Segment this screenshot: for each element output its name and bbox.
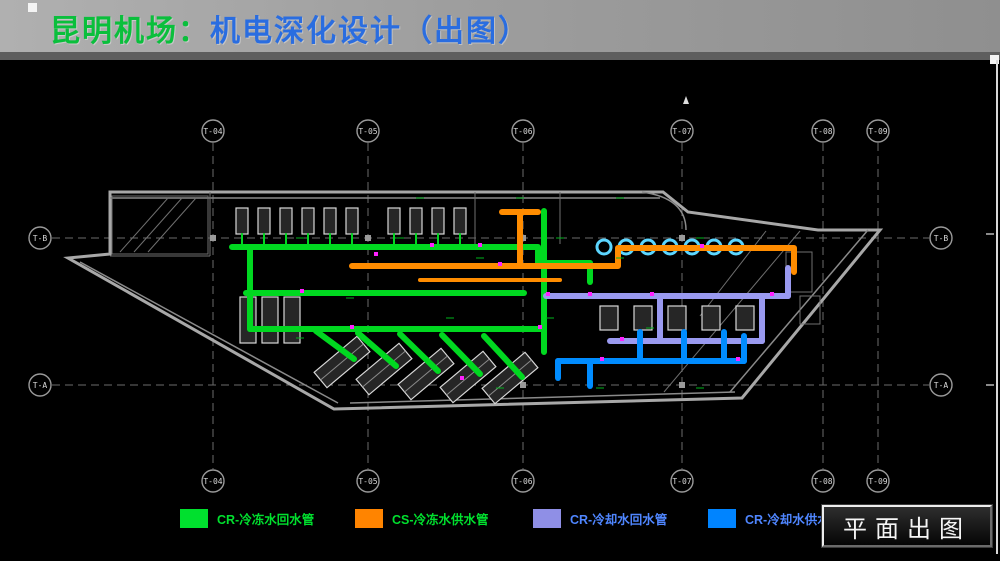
grid-bubble: T-04 [203,477,222,486]
legend-label-chilled-return: CR-冷冻水回水管 [217,513,315,527]
grid-bubble: T-09 [868,477,887,486]
grid-bubble: T-07 [672,127,691,136]
legend-item-cooling-return: CR-冷却水回水管 [533,509,667,528]
grid-bubbles-bottom: T-04 T-05 T-06 T-07 T-08 T-09 [201,469,890,493]
title-airport: 昆明机场： [50,15,210,48]
grid-bubbles-sides: T-B T-A T-B T-A [28,226,953,397]
legend-item-chilled-supply: CS-冷冻水供水管 [355,509,489,528]
legend-swatch-chilled-return [180,509,208,528]
legend-swatch-chilled-supply [355,509,383,528]
plan-output-button[interactable]: 平面出图 [821,504,993,548]
legend-label-cooling-return: CR-冷却水回水管 [570,513,668,527]
title-bar-divider [0,52,1000,60]
north-arrow-mark [683,96,689,104]
legend-swatch-cooling-return [533,509,561,528]
legend-label-chilled-supply: CS-冷冻水供水管 [392,513,489,527]
legend-label-cooling-supply: CR-冷却水供水管 [745,513,843,527]
grid-bubble: T-05 [358,127,377,136]
grid-bubble: T-06 [513,477,532,486]
building-outline [63,190,884,411]
grid-bubble: T-B [934,234,949,243]
legend-swatch-cooling-supply [708,509,736,528]
stairwell [111,195,209,255]
pump-row-top [235,207,467,248]
title-bar: 昆明机场：机电深化设计（出图） [0,0,1000,52]
grid-bubble: T-07 [672,477,691,486]
grid-bubble: T-08 [813,127,832,136]
grid-bubble: T-06 [513,127,532,136]
grid-bubble: T-04 [203,127,222,136]
annotation-specks [296,96,994,389]
floor-plan-svg: T-04 T-05 T-06 T-07 T-08 T-09 T-04 T-05 … [28,96,994,493]
pipe-cooling-water-supply [555,329,747,389]
decorative-square-icon [28,3,37,12]
legend-item-chilled-return: CR-冷冻水回水管 [180,509,314,528]
title-subject: 机电深化设计（出图） [210,15,530,48]
grid-bubble: T-08 [813,477,832,486]
grid-bubble: T-05 [358,477,377,486]
grid-bubble: T-09 [868,127,887,136]
grid-bubble: T-B [33,234,48,243]
slide-right-edge-line [996,60,998,554]
pipe-fitting-markers [300,243,774,380]
legend-item-cooling-supply: CR-冷却水供水管 [708,509,842,528]
grid-bubbles-top: T-04 T-05 T-06 T-07 T-08 T-09 [201,119,890,143]
grid-bubble: T-A [934,381,949,390]
grid-bubble: T-A [33,381,48,390]
pipe-cooling-water-return [543,265,791,344]
page-title: 昆明机场：机电深化设计（出图） [50,6,530,50]
decorative-square-icon [990,55,999,64]
pipe-chilled-water-supply [349,209,797,282]
chiller-units [313,335,539,405]
pump-row-right [599,305,755,331]
drawing-area: T-04 T-05 T-06 T-07 T-08 T-09 T-04 T-05 … [0,55,1000,561]
